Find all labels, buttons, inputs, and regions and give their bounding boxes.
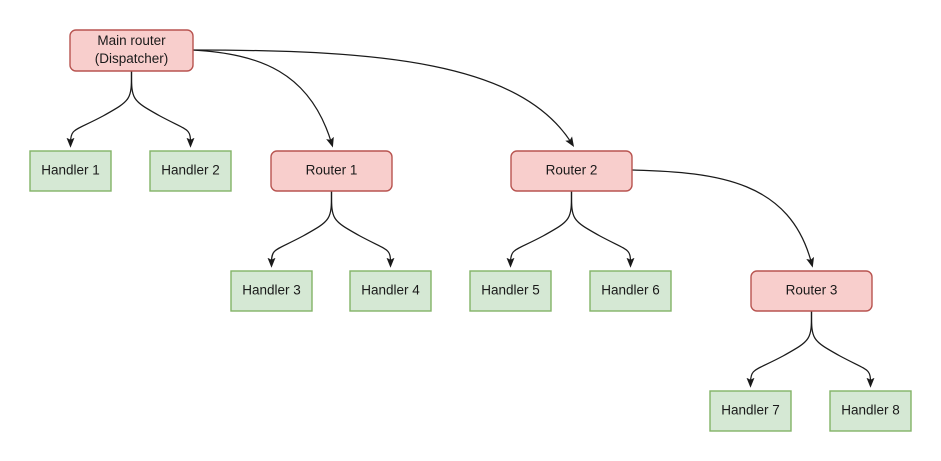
- router-1-label: Router 1: [306, 163, 358, 178]
- router-1-box[interactable]: [270, 150, 393, 192]
- handler-2-box[interactable]: [149, 150, 232, 192]
- edge-main-router-2: [192, 49, 575, 148]
- edge-main-handler-1: [66, 70, 133, 148]
- router-2-label: Router 2: [546, 163, 598, 178]
- main-router-label: Main router: [97, 33, 166, 48]
- node-main-router[interactable]: Main router (Dispatcher): [69, 29, 194, 72]
- node-handler-2[interactable]: Handler 2: [149, 150, 232, 192]
- handler-5-box[interactable]: [469, 270, 552, 312]
- node-handler-1[interactable]: Handler 1: [29, 150, 112, 192]
- handler-4-box[interactable]: [349, 270, 432, 312]
- main-router-box[interactable]: [69, 29, 194, 72]
- node-handler-6[interactable]: Handler 6: [589, 270, 672, 312]
- node-handler-7[interactable]: Handler 7: [709, 390, 792, 432]
- edge-router-1-handler-3: [267, 190, 333, 268]
- handler-7-label: Handler 7: [721, 403, 780, 418]
- node-layer: Main router (Dispatcher) Handler 1 Handler …: [29, 29, 912, 432]
- handler-8-box[interactable]: [829, 390, 912, 432]
- edge-main-handler-2: [130, 70, 195, 148]
- handler-4-label: Handler 4: [361, 283, 420, 298]
- handler-5-label: Handler 5: [481, 283, 540, 298]
- node-router-3[interactable]: Router 3: [750, 270, 873, 312]
- edge-router-2-handler-6: [570, 190, 635, 268]
- edge-router-3-handler-8: [810, 310, 875, 388]
- node-handler-5[interactable]: Handler 5: [469, 270, 552, 312]
- handler-6-box[interactable]: [589, 270, 672, 312]
- main-router-label-secondary: (Dispatcher): [95, 51, 169, 66]
- handler-3-box[interactable]: [230, 270, 313, 312]
- edge-router-3-handler-7: [746, 310, 813, 388]
- edge-router-1-handler-4: [330, 190, 395, 268]
- node-router-1[interactable]: Router 1: [270, 150, 393, 192]
- handler-2-label: Handler 2: [161, 163, 220, 178]
- router-3-label: Router 3: [786, 283, 838, 298]
- edge-layer: [66, 49, 875, 388]
- handler-6-label: Handler 6: [601, 283, 660, 298]
- handler-7-box[interactable]: [709, 390, 792, 432]
- handler-1-label: Handler 1: [41, 163, 100, 178]
- edge-main-router-1: [192, 49, 334, 148]
- router-3-box[interactable]: [750, 270, 873, 312]
- node-handler-8[interactable]: Handler 8: [829, 390, 912, 432]
- handler-1-box[interactable]: [29, 150, 112, 192]
- node-handler-4[interactable]: Handler 4: [349, 270, 432, 312]
- node-router-2[interactable]: Router 2: [510, 150, 633, 192]
- handler-3-label: Handler 3: [242, 283, 301, 298]
- edge-router-2-router-3: [631, 169, 815, 268]
- edge-router-2-handler-5: [506, 190, 573, 268]
- handler-8-label: Handler 8: [841, 403, 900, 418]
- router-2-box[interactable]: [510, 150, 633, 192]
- node-handler-3[interactable]: Handler 3: [230, 270, 313, 312]
